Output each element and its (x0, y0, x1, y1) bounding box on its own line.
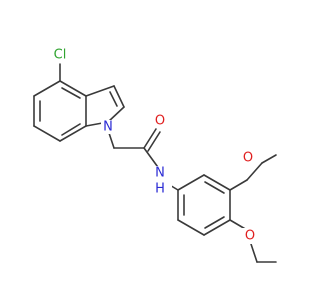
methoxy-oxygen-bottom-label: O (245, 229, 255, 244)
chlorine-label: Cl (54, 48, 67, 63)
carbonyl-oxygen-label: O (155, 114, 165, 129)
indole-pyrrole-ring (85, 85, 125, 127)
methoxy-groups (229, 154, 277, 263)
indole-benzene-ring (33, 80, 87, 142)
dimethoxyphenyl-ring (177, 174, 231, 236)
amide-nitrogen-label: N (155, 166, 165, 181)
amide-hydrogen-label: H (155, 182, 165, 197)
indole-nitrogen-label: N (103, 120, 113, 135)
acetamide-linker (107, 128, 161, 171)
structure-canvas: Cl N O N H O O (33, 48, 277, 263)
methoxy-oxygen-top-label: O (243, 151, 253, 166)
molecule-drawing: Cl N O N H O O (33, 48, 277, 263)
